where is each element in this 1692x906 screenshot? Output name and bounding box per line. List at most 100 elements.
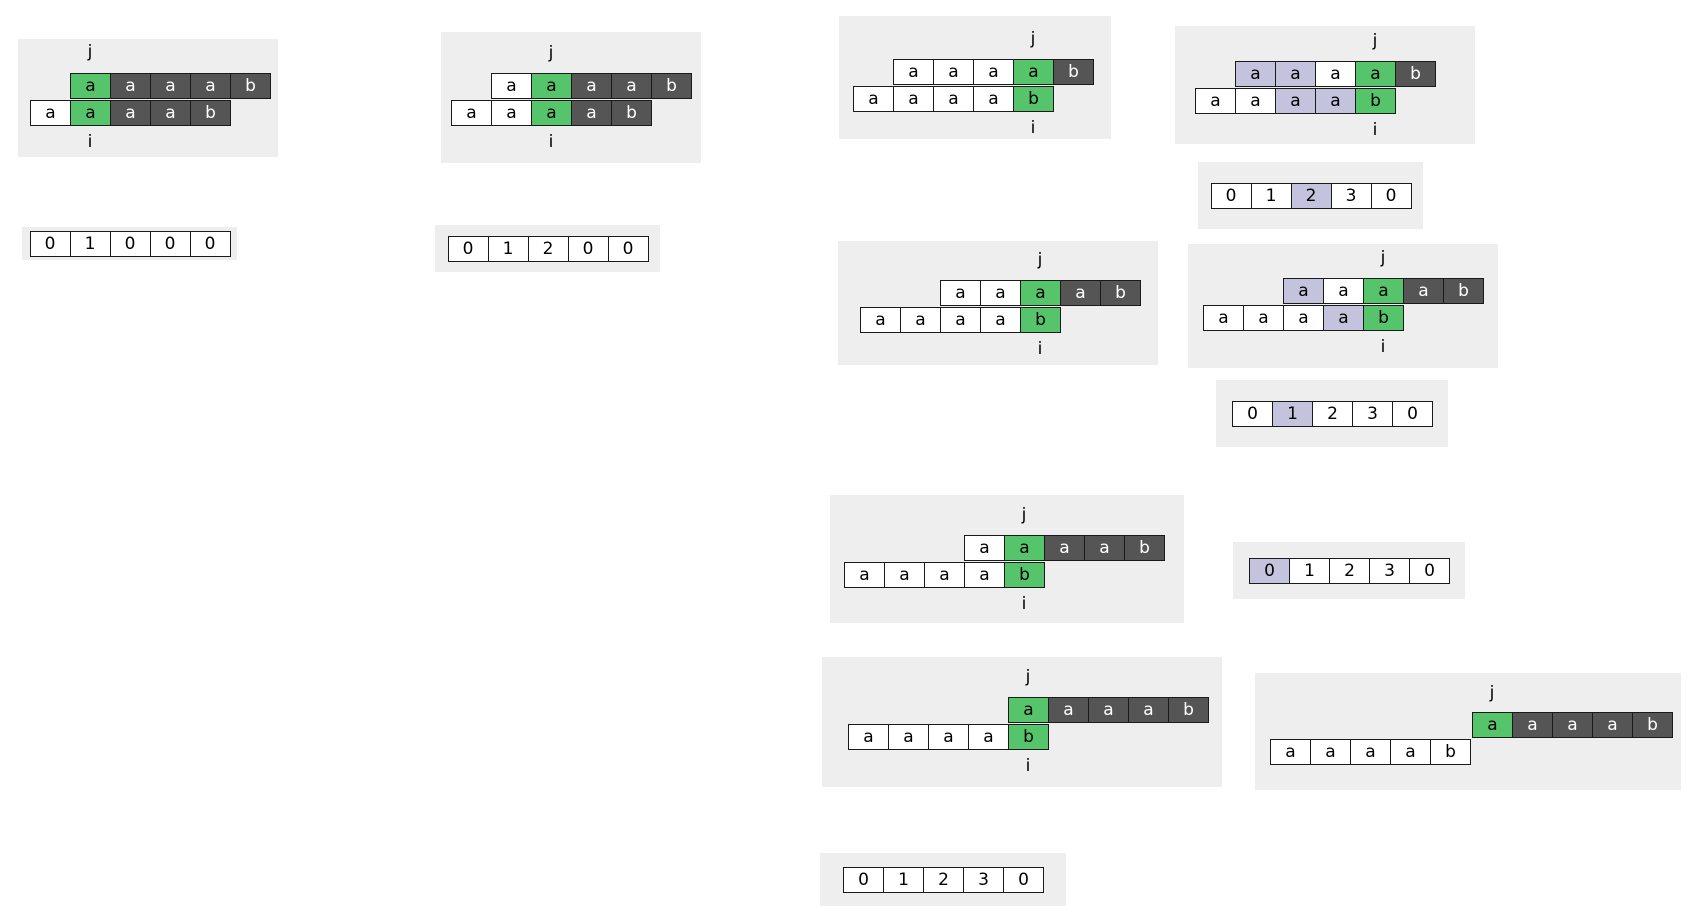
- pattern-cell: a: [1323, 278, 1364, 304]
- next-value-cell: 0: [1392, 400, 1433, 427]
- next-value-cell: 0: [1370, 182, 1412, 209]
- next-value-cell: 0: [447, 235, 489, 262]
- next-value-cell: 1: [487, 235, 529, 262]
- text-cell: a: [860, 307, 901, 333]
- pattern-cell: a: [1552, 712, 1593, 738]
- text-cell: a: [1310, 739, 1351, 765]
- text-cell: a: [888, 724, 929, 750]
- text-cell: a: [1350, 739, 1391, 765]
- text-cell: a: [848, 724, 889, 750]
- text-cell: a: [451, 100, 492, 126]
- pattern-cell: b: [1168, 697, 1209, 723]
- text-cell: a: [1275, 88, 1316, 114]
- pattern-cell: a: [893, 59, 934, 85]
- i-pointer-label: i: [87, 132, 93, 152]
- pattern-cell: a: [190, 73, 231, 99]
- text-cell: b: [1013, 86, 1054, 112]
- next-value-cell: 0: [149, 230, 191, 257]
- text-cell: b: [1008, 724, 1049, 750]
- text-cell: b: [1355, 88, 1396, 114]
- pattern-cell: a: [1060, 280, 1101, 306]
- next-value-cell: 0: [843, 866, 884, 893]
- i-pointer-label: i: [1372, 120, 1378, 140]
- next-value-cell: 0: [29, 230, 71, 257]
- next-value-cell: 2: [527, 235, 569, 262]
- next-value-cell: 0: [109, 230, 151, 257]
- pattern-cell: a: [1013, 59, 1054, 85]
- pattern-cell: b: [651, 73, 692, 99]
- next-value-cell: 0: [607, 235, 649, 262]
- j-pointer-label: j: [1030, 29, 1036, 49]
- text-cell: b: [1004, 562, 1045, 588]
- text-cell: a: [1203, 305, 1244, 331]
- pattern-cell: a: [973, 59, 1014, 85]
- pattern-cell: a: [1355, 61, 1396, 87]
- pattern-cell: b: [1443, 278, 1484, 304]
- text-cell: a: [1243, 305, 1284, 331]
- text-cell: a: [853, 86, 894, 112]
- text-cell: a: [933, 86, 974, 112]
- next-value-cell: 1: [1289, 557, 1330, 584]
- pattern-cell: a: [611, 73, 652, 99]
- text-cell: a: [884, 562, 925, 588]
- pattern-cell: a: [1004, 535, 1045, 561]
- text-cell: a: [964, 562, 1005, 588]
- pattern-cell: a: [1363, 278, 1404, 304]
- text-cell: a: [491, 100, 532, 126]
- text-cell: a: [940, 307, 981, 333]
- pattern-cell: a: [1008, 697, 1049, 723]
- i-pointer-label: i: [1030, 118, 1036, 138]
- pattern-cell: b: [230, 73, 271, 99]
- next-value-cell: 3: [1352, 400, 1393, 427]
- next-value-cell: 2: [923, 866, 964, 893]
- pattern-cell: a: [964, 535, 1005, 561]
- text-cell: a: [1323, 305, 1364, 331]
- text-cell: a: [30, 100, 71, 126]
- text-cell: a: [968, 724, 1009, 750]
- pattern-cell: a: [531, 73, 572, 99]
- pattern-cell: a: [110, 73, 151, 99]
- j-pointer-label: j: [1489, 683, 1495, 703]
- text-cell: b: [1020, 307, 1061, 333]
- pattern-cell: a: [1044, 535, 1085, 561]
- pattern-cell: b: [1632, 712, 1673, 738]
- pattern-cell: a: [1084, 535, 1125, 561]
- pattern-cell: a: [1128, 697, 1169, 723]
- text-cell: a: [844, 562, 885, 588]
- i-pointer-label: i: [1021, 594, 1027, 614]
- pattern-cell: a: [980, 280, 1021, 306]
- pattern-cell: b: [1395, 61, 1436, 87]
- pattern-cell: a: [933, 59, 974, 85]
- j-pointer-label: j: [1380, 248, 1386, 268]
- text-cell: a: [70, 100, 111, 126]
- pattern-cell: a: [1048, 697, 1089, 723]
- next-value-cell: 0: [1409, 557, 1450, 584]
- next-value-cell: 1: [1250, 182, 1292, 209]
- pattern-cell: b: [1124, 535, 1165, 561]
- text-cell: a: [1235, 88, 1276, 114]
- pattern-cell: a: [1315, 61, 1356, 87]
- next-value-cell: 0: [1249, 557, 1290, 584]
- j-pointer-label: j: [87, 42, 93, 62]
- text-cell: a: [928, 724, 969, 750]
- text-cell: a: [571, 100, 612, 126]
- j-pointer-label: j: [1037, 250, 1043, 270]
- text-cell: a: [973, 86, 1014, 112]
- next-value-cell: 1: [883, 866, 924, 893]
- pattern-cell: a: [1403, 278, 1444, 304]
- pattern-cell: a: [1512, 712, 1553, 738]
- j-pointer-label: j: [1372, 31, 1378, 51]
- text-cell: b: [1430, 739, 1471, 765]
- i-pointer-label: i: [1025, 756, 1031, 776]
- next-value-cell: 0: [567, 235, 609, 262]
- next-value-cell: 3: [1369, 557, 1410, 584]
- text-cell: a: [893, 86, 934, 112]
- text-cell: a: [110, 100, 151, 126]
- text-cell: a: [924, 562, 965, 588]
- pattern-cell: a: [940, 280, 981, 306]
- next-value-cell: 1: [1272, 400, 1313, 427]
- pattern-cell: b: [1100, 280, 1141, 306]
- i-pointer-label: i: [1380, 337, 1386, 357]
- text-cell: a: [531, 100, 572, 126]
- next-value-cell: 0: [1232, 400, 1273, 427]
